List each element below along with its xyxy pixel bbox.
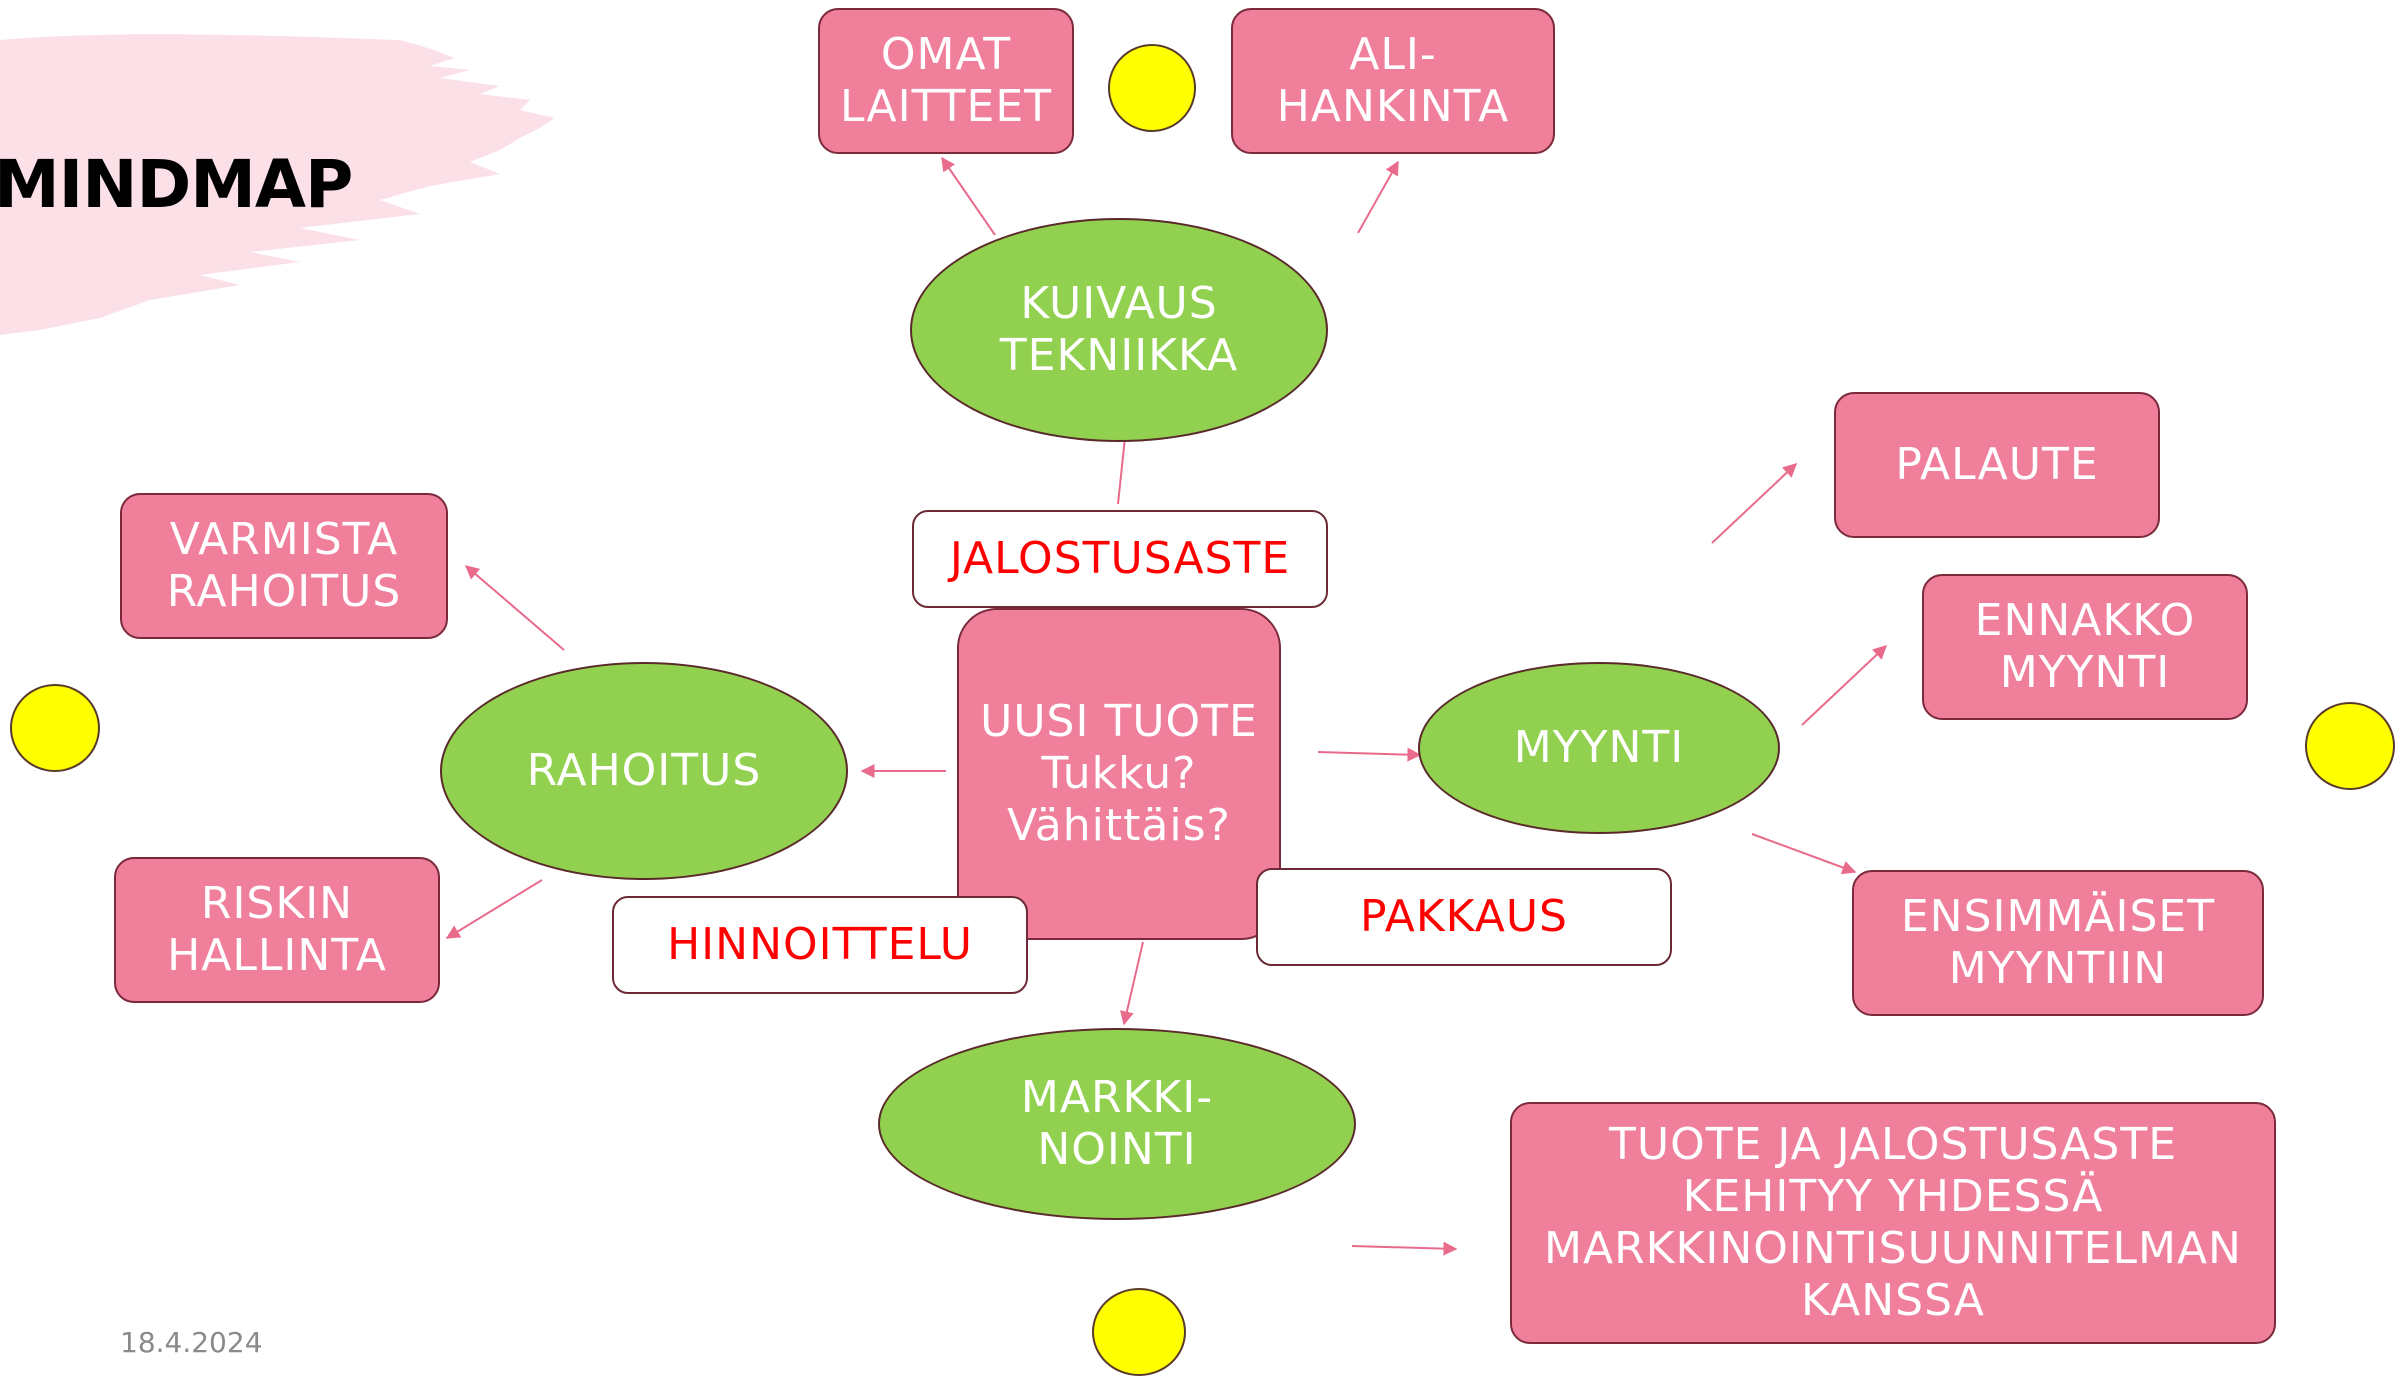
- pakkaus-label: PAKKAUS: [1256, 868, 1672, 966]
- yellow-dot-bottom: [1092, 1288, 1186, 1376]
- kuivaus-tekniikka-node: KUIVAUS TEKNIIKKA: [910, 218, 1328, 442]
- arrow-markkinointi-to-tuote: [1351, 1241, 1458, 1256]
- arrow-center-to-myynti: [1317, 747, 1422, 762]
- myynti-node: MYYNTI: [1418, 662, 1780, 834]
- alihankinta-box: ALI- HANKINTA: [1231, 8, 1555, 154]
- riskin-hallinta-box: RISKIN HALLINTA: [114, 857, 440, 1003]
- brush-stroke-decoration: [0, 34, 555, 335]
- center-node-uusi-tuote: UUSI TUOTE Tukku? Vähittäis?: [957, 608, 1281, 940]
- ennakko-myynti-box: ENNAKKO MYYNTI: [1922, 574, 2248, 720]
- jalostusaste-label: JALOSTUSASTE: [912, 510, 1328, 608]
- arrow-kuivaus-to-alihankinta: [1357, 160, 1399, 234]
- arrow-myynti-to-palaute: [1711, 463, 1798, 544]
- tuote-ja-jalostusaste-box: TUOTE JA JALOSTUSASTE KEHITYY YHDESSÄ MA…: [1510, 1102, 2276, 1344]
- markkinointi-node: MARKKI- NOINTI: [878, 1028, 1356, 1220]
- yellow-dot-top: [1108, 44, 1196, 132]
- arrow-kuivaus-to-omat-laitteet: [941, 156, 996, 236]
- slide-date: 18.4.2024: [120, 1326, 263, 1359]
- arrow-myynti-to-ennakko: [1801, 645, 1888, 726]
- palaute-box: PALAUTE: [1834, 392, 2160, 538]
- omat-laitteet-box: OMAT LAITTEET: [818, 8, 1074, 154]
- ensimmaiset-myyntiin-box: ENSIMMÄISET MYYNTIIN: [1852, 870, 2264, 1016]
- arrow-center-to-markkinointi: [1120, 941, 1144, 1026]
- yellow-dot-left: [10, 684, 100, 772]
- arrow-rahoitus-to-varmista: [464, 565, 565, 651]
- arrow-myynti-to-ensimmaiset: [1751, 833, 1857, 875]
- arrow-rahoitus-to-riskin: [445, 879, 543, 939]
- yellow-dot-right: [2305, 702, 2395, 790]
- slide-title: MINDMAP: [0, 146, 353, 223]
- hinnoittelu-label: HINNOITTELU: [612, 896, 1028, 994]
- rahoitus-node: RAHOITUS: [440, 662, 848, 880]
- varmista-rahoitus-box: VARMISTA RAHOITUS: [120, 493, 448, 639]
